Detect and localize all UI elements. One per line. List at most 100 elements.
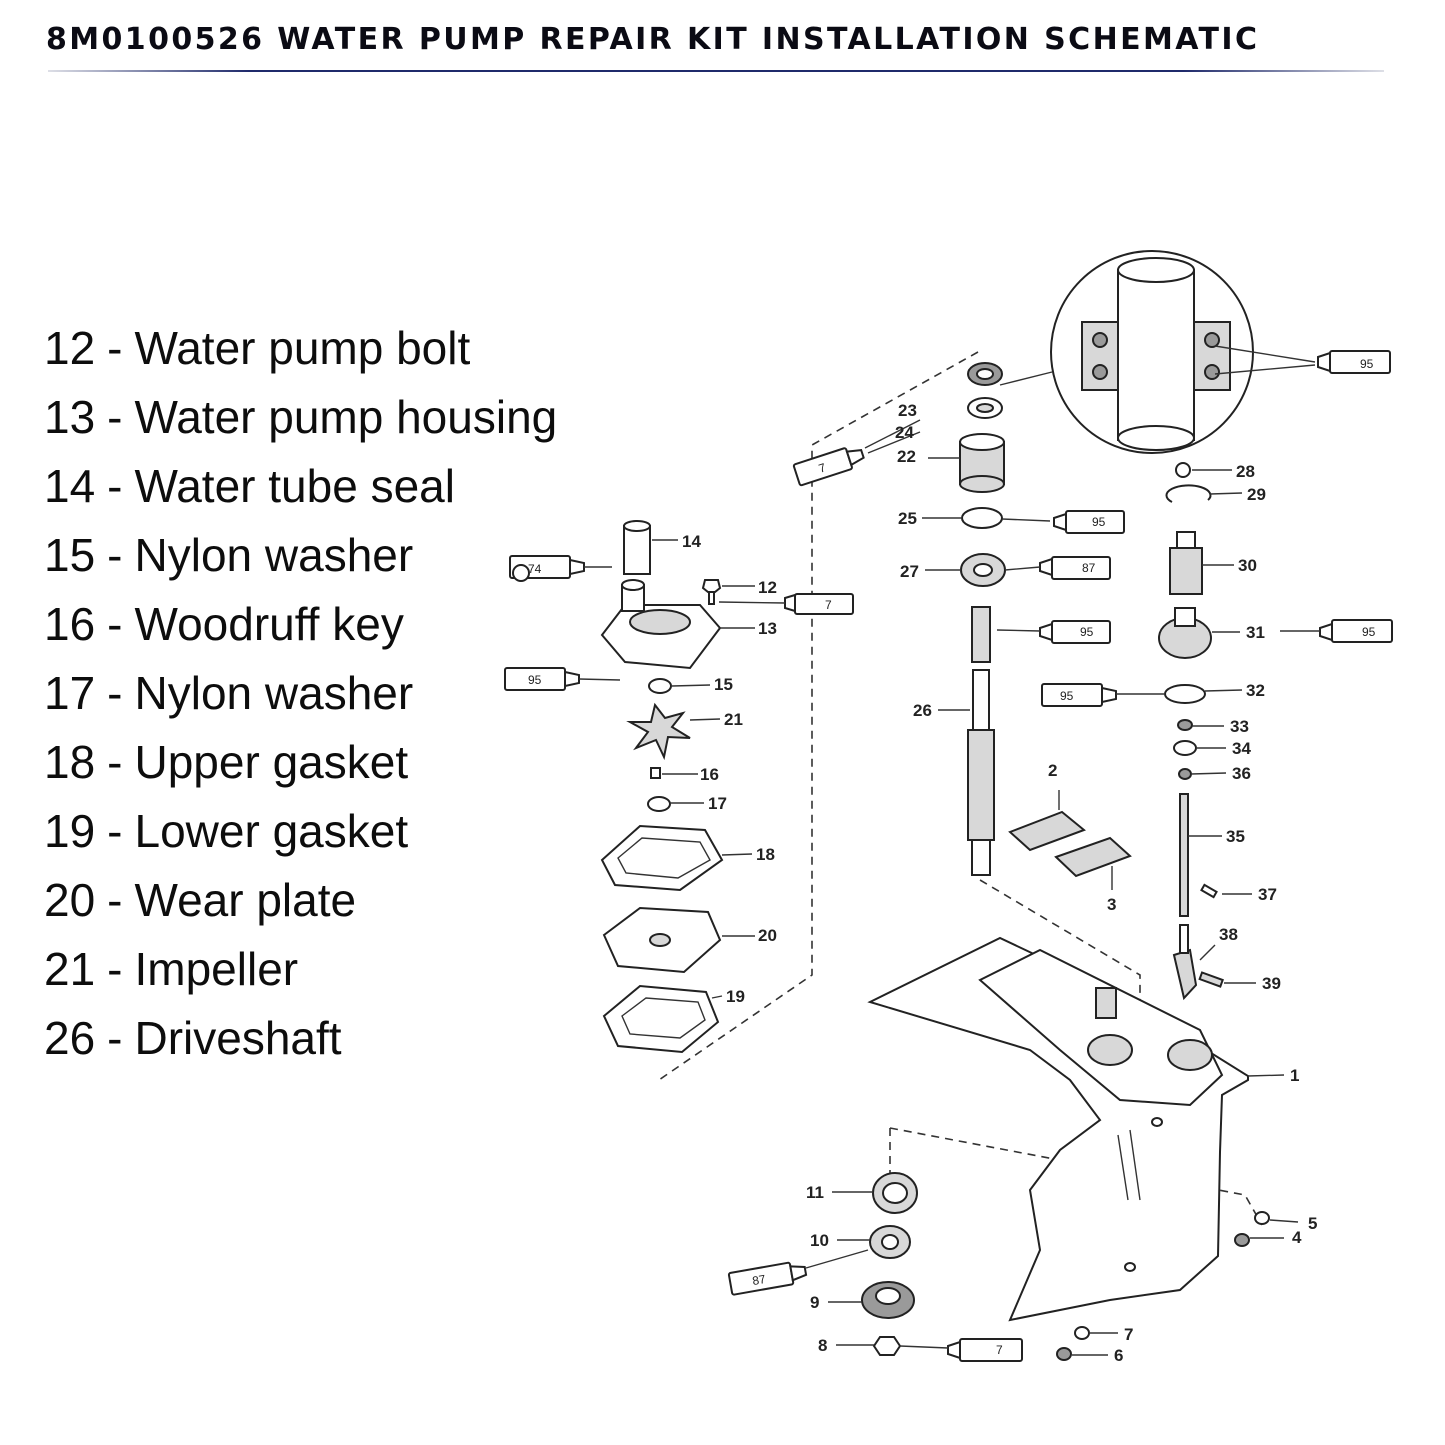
sealant-tube: 87 xyxy=(727,1261,808,1296)
legend-name: Nylon washer xyxy=(134,667,414,719)
sealant-tube: 7 xyxy=(792,447,865,487)
shim-2 xyxy=(1008,810,1086,852)
driveshaft-spline xyxy=(971,606,991,663)
callout-12: 12 xyxy=(758,578,777,597)
nut xyxy=(1175,462,1191,478)
callout-11: 11 xyxy=(806,1183,824,1202)
callout-33: 33 xyxy=(1230,717,1249,736)
legend-separator: - xyxy=(107,667,123,719)
tube-label: 7 xyxy=(996,1343,1003,1357)
seal xyxy=(967,397,1003,419)
water-pump-bolt xyxy=(701,579,722,605)
callout-21: 21 xyxy=(724,710,743,729)
callout-22: 22 xyxy=(897,447,916,466)
callout-18: 18 xyxy=(756,845,775,864)
callout-24: 24 xyxy=(895,423,914,442)
legend-number: 18 xyxy=(44,736,96,788)
callout-6: 6 xyxy=(1114,1346,1123,1365)
legend-number: 16 xyxy=(44,598,96,650)
legend-item: 20-Wear plate xyxy=(44,870,557,939)
shift-shaft-housing xyxy=(1158,607,1212,659)
tube-label: 95 xyxy=(1080,625,1094,639)
callout-26: 26 xyxy=(913,701,932,720)
callout-4: 4 xyxy=(1292,1228,1302,1247)
impeller xyxy=(626,702,691,761)
water-tube-seal xyxy=(623,520,651,575)
legend-item: 17-Nylon washer xyxy=(44,663,557,732)
lower-gasket xyxy=(602,984,720,1054)
tapered-bearing xyxy=(869,1225,911,1259)
shift-shaft-lower xyxy=(1179,924,1189,954)
legend-name: Woodruff key xyxy=(134,598,404,650)
legend-item: 19-Lower gasket xyxy=(44,801,557,870)
tube-leader xyxy=(864,419,921,454)
callout-14: 14 xyxy=(682,532,701,551)
callout-7: 7 xyxy=(1124,1325,1133,1344)
tube-label: 95 xyxy=(528,673,542,687)
legend-name: Wear plate xyxy=(134,874,357,926)
callout-34: 34 xyxy=(1232,739,1251,758)
callout-31: 31 xyxy=(1246,623,1265,642)
callout-5: 5 xyxy=(1308,1214,1317,1233)
legend-number: 14 xyxy=(44,460,96,512)
tube-label: 74 xyxy=(528,562,542,576)
washer xyxy=(1173,740,1197,756)
ball-bearing xyxy=(960,553,1006,587)
legend-item: 13-Water pump housing xyxy=(44,387,557,456)
detail-leader xyxy=(999,371,1053,386)
sealant-tube: 95 xyxy=(1039,620,1111,644)
callout-15: 15 xyxy=(714,675,733,694)
legend-item: 15-Nylon washer xyxy=(44,525,557,594)
o-ring xyxy=(1164,684,1206,704)
upper-gasket xyxy=(600,824,724,892)
pinion-gear xyxy=(861,1281,915,1319)
callout-leaders xyxy=(652,457,1320,1356)
assembly-line-left xyxy=(655,351,979,1083)
legend-name: Water tube seal xyxy=(134,460,455,512)
legend-name: Impeller xyxy=(134,943,299,995)
sealant-tube: 7 xyxy=(947,1338,1023,1362)
tube-label: 87 xyxy=(751,1272,767,1288)
legend-separator: - xyxy=(107,460,123,512)
legend-number: 26 xyxy=(44,1012,96,1064)
legend-name: Nylon washer xyxy=(134,529,414,581)
legend-item: 18-Upper gasket xyxy=(44,732,557,801)
o-ring xyxy=(961,507,1003,529)
legend-item: 16-Woodruff key xyxy=(44,594,557,663)
legend-number: 21 xyxy=(44,943,96,995)
legend-number: 13 xyxy=(44,391,96,443)
callout-25: 25 xyxy=(898,509,917,528)
pin xyxy=(1200,883,1218,899)
callout-8: 8 xyxy=(818,1336,827,1355)
bearing-carrier xyxy=(959,433,1005,493)
callout-37: 37 xyxy=(1258,885,1277,904)
legend-number: 17 xyxy=(44,667,96,719)
callout-17: 17 xyxy=(708,794,727,813)
retaining-ring xyxy=(1165,484,1212,503)
driveshaft xyxy=(967,669,995,876)
tube-label: 7 xyxy=(825,598,832,612)
legend-name: Lower gasket xyxy=(134,805,409,857)
callout-3: 3 xyxy=(1107,895,1116,914)
callout-20: 20 xyxy=(758,926,777,945)
callout-1: 1 xyxy=(1290,1066,1299,1085)
tube-label: 7 xyxy=(817,460,828,475)
tube-label: 95 xyxy=(1092,515,1106,529)
legend-separator: - xyxy=(107,805,123,857)
legend-name: Water pump housing xyxy=(134,391,558,443)
legend-separator: - xyxy=(107,736,123,788)
legend-separator: - xyxy=(107,598,123,650)
washer xyxy=(1177,719,1193,731)
sealant-tube: 87 xyxy=(1039,556,1111,580)
tube-leader xyxy=(805,1249,869,1269)
callout-23: 23 xyxy=(898,401,917,420)
seal-detail-view xyxy=(1050,250,1316,454)
callout-30: 30 xyxy=(1238,556,1257,575)
legend-item: 12-Water pump bolt xyxy=(44,318,557,387)
callout-38: 38 xyxy=(1219,925,1238,944)
callout-19: 19 xyxy=(726,987,745,1006)
callout-32: 32 xyxy=(1246,681,1265,700)
legend-item: 26-Driveshaft xyxy=(44,1008,557,1077)
legend-number: 20 xyxy=(44,874,96,926)
